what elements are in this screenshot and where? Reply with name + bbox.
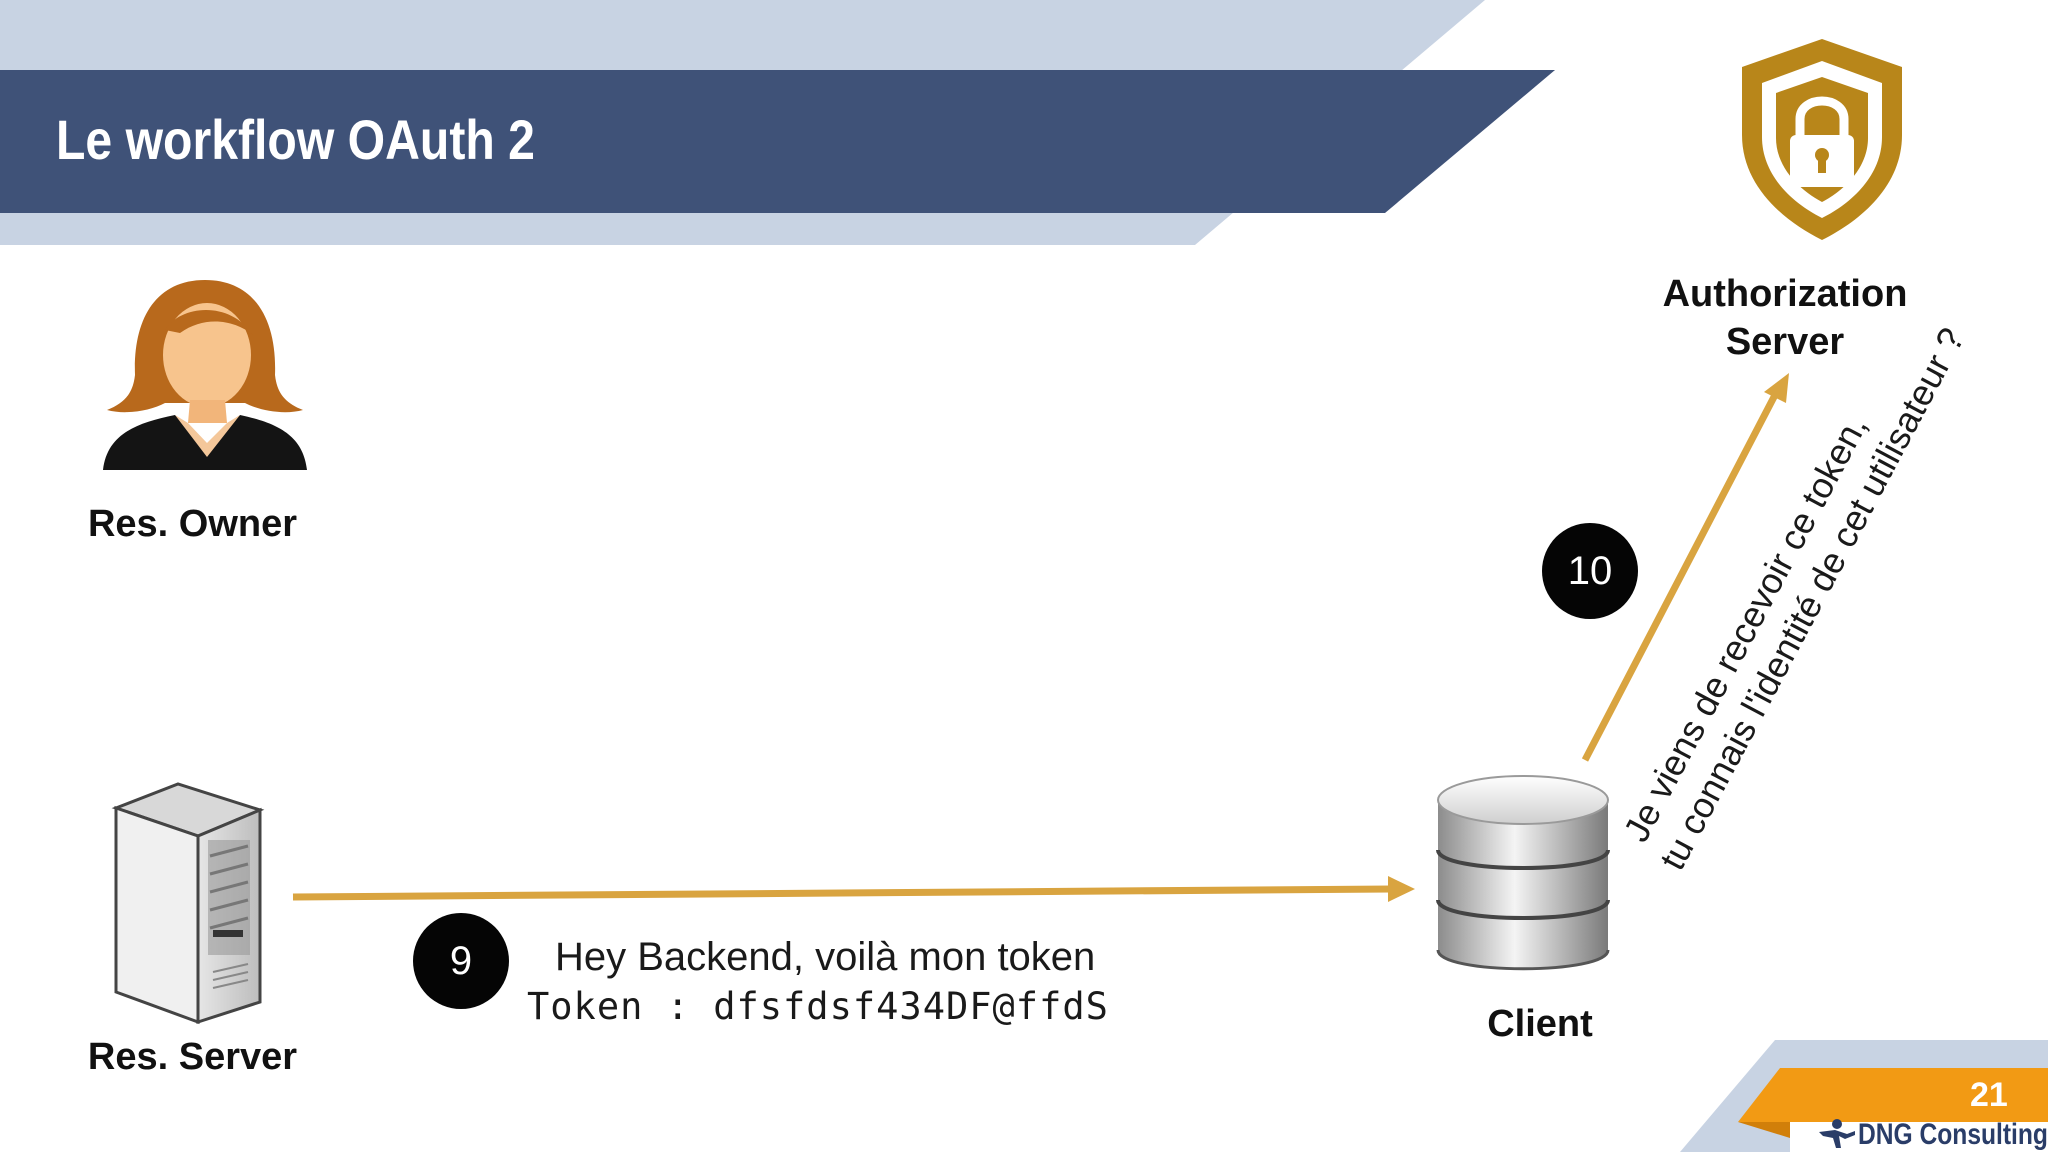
slide-title: Le workflow OAuth 2 [56,108,535,171]
resource-owner-label: Res. Owner [87,503,298,545]
client-label: Client [1487,1003,1593,1045]
runner-logo-icon [1819,1119,1855,1148]
user-woman-icon [103,280,307,470]
step-10-badge: 10 [1542,523,1638,619]
database-icon [1436,775,1610,971]
step-9-token: Token : dfsfdsf434DF@ffdS [527,985,1109,1028]
brand-name: DNG Consulting [1858,1118,2048,1151]
authorization-server-label-line1: Authorization [1662,273,1908,315]
shield-lock-icon [1742,39,1902,240]
footer-orange-band [1738,1068,2048,1122]
page-number: 21 [1970,1076,2008,1114]
authorization-server-label-line2: Server [1725,321,1845,363]
arrow-step10 [1581,373,1789,762]
arrow-step9 [292,876,1415,902]
footer-white-strip [1790,1122,2048,1152]
step-9-badge: 9 [413,913,509,1009]
step-9-message: Hey Backend, voilà mon token [555,935,1096,979]
header-title-band [0,70,1555,213]
footer-orange-tail [1738,1122,1800,1138]
authorization-server-label: Authorization Server [1640,270,1930,366]
resource-server-label: Res. Server [87,1036,298,1078]
server-tower-icon [111,782,265,1025]
